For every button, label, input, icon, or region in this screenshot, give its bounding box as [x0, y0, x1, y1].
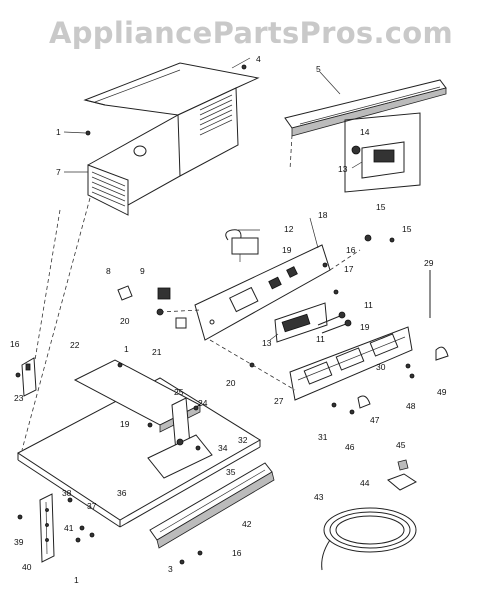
callout-11a: 11 [364, 300, 373, 310]
callout-37: 37 [87, 501, 97, 511]
callout-25: 25 [174, 387, 184, 397]
callout-4: 4 [256, 54, 261, 64]
callout-31: 31 [318, 432, 328, 442]
callout-16c: 16 [232, 548, 242, 558]
strain-relief-part [387, 459, 417, 491]
switch-assembly-part [274, 302, 328, 343]
callout-47: 47 [370, 415, 380, 425]
callout-39: 39 [14, 537, 24, 547]
callout-labels: 1 7 4 5 14 13 12 18 15 15 16 19 17 29 8 … [10, 54, 447, 585]
side-bracket-part [21, 357, 37, 397]
callout-20b: 20 [226, 378, 236, 388]
callout-36: 36 [117, 488, 127, 498]
control-knob-inset [344, 112, 421, 193]
callout-13-top: 13 [338, 164, 348, 174]
callout-19c: 19 [120, 419, 130, 429]
callout-49: 49 [437, 387, 447, 397]
callout-5: 5 [316, 64, 321, 74]
callout-43: 43 [314, 492, 324, 502]
thermostat-part [225, 229, 259, 262]
callout-46: 46 [345, 442, 355, 452]
callout-23: 23 [14, 393, 24, 403]
callout-35: 35 [226, 467, 236, 477]
front-rail-part [149, 462, 275, 549]
callout-21: 21 [152, 347, 162, 357]
callout-1c: 1 [74, 575, 79, 585]
callout-17: 17 [344, 264, 354, 274]
callout-30: 30 [376, 362, 386, 372]
callout-18: 18 [318, 210, 328, 220]
callout-45: 45 [396, 440, 406, 450]
callout-32: 32 [238, 435, 248, 445]
callout-19: 19 [282, 245, 292, 255]
callout-7: 7 [56, 167, 61, 177]
side-bracket-lower-part [39, 493, 55, 563]
callout-15a: 15 [376, 202, 386, 212]
callout-16a: 16 [346, 245, 356, 255]
callout-14: 14 [360, 127, 370, 137]
callout-8: 8 [106, 266, 111, 276]
callout-19b: 19 [360, 322, 370, 332]
callout-9: 9 [140, 266, 145, 276]
callout-48: 48 [406, 401, 416, 411]
knob-shafts [317, 311, 352, 334]
callout-44: 44 [360, 478, 370, 488]
callout-12: 12 [284, 224, 294, 234]
base-pan-part [17, 377, 261, 528]
leader-lines [63, 57, 363, 341]
center-bracket-part [147, 397, 213, 479]
callout-1: 1 [56, 127, 61, 137]
callout-34: 34 [218, 443, 228, 453]
callout-13-bottom: 13 [262, 338, 272, 348]
callout-15b: 15 [402, 224, 412, 234]
callout-11b: 11 [316, 334, 325, 344]
small-hardware-parts [15, 64, 449, 565]
callout-29: 29 [424, 258, 434, 268]
callout-20a: 20 [120, 316, 130, 326]
callout-1b: 1 [124, 344, 129, 354]
assembly-guide-lines [21, 134, 361, 451]
callout-40: 40 [22, 562, 32, 572]
callout-38: 38 [62, 488, 72, 498]
callout-42: 42 [242, 519, 252, 529]
callout-16b: 16 [10, 339, 20, 349]
cabinet-wrapper-part [87, 87, 239, 216]
top-rail-part [284, 79, 447, 137]
callout-41: 41 [64, 523, 74, 533]
front-panel-part [289, 326, 413, 401]
callout-24: 24 [198, 398, 208, 408]
callout-22: 22 [70, 340, 80, 350]
callout-3: 3 [168, 564, 173, 574]
power-cord-part [321, 507, 417, 571]
callout-27: 27 [274, 396, 284, 406]
